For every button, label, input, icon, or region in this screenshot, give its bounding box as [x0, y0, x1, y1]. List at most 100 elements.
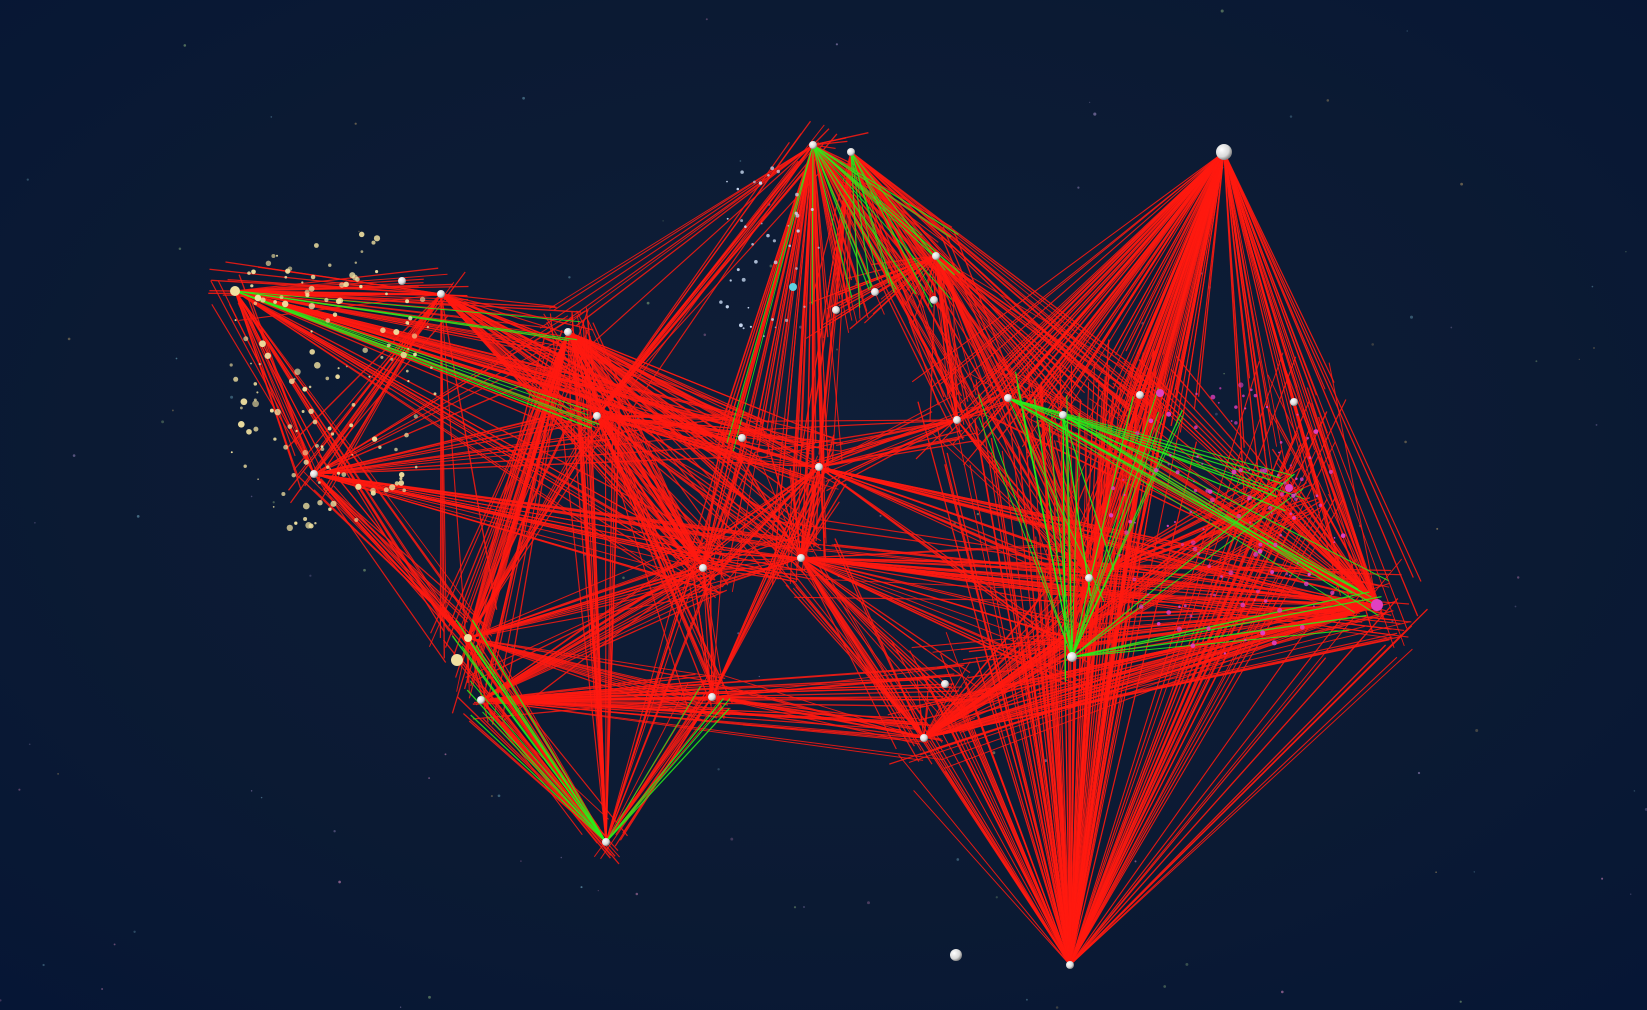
graph-node[interactable]: [847, 148, 855, 156]
cluster-particle: [243, 464, 247, 468]
graph-node[interactable]: [437, 290, 445, 298]
background-star: [1404, 440, 1407, 444]
graph-node[interactable]: [1059, 411, 1067, 419]
cluster-particle: [308, 285, 315, 292]
graph-node[interactable]: [1216, 144, 1232, 160]
graph-node[interactable]: [477, 696, 485, 704]
graph-node[interactable]: [1136, 391, 1144, 399]
graph-node[interactable]: [797, 554, 805, 562]
edge-red: [318, 454, 469, 639]
cluster-particle: [1234, 405, 1238, 409]
edge-red: [818, 429, 963, 468]
background-star: [26, 178, 29, 181]
cluster-particle: [1220, 575, 1223, 578]
cluster-particle: [1111, 486, 1115, 491]
graph-node[interactable]: [708, 693, 716, 701]
cluster-particle: [325, 318, 331, 323]
edge-red: [567, 331, 733, 462]
edge-red: [333, 485, 469, 639]
background-star: [270, 116, 273, 118]
edge-red: [567, 331, 772, 580]
cluster-particle: [1271, 640, 1277, 646]
graph-node[interactable]: [738, 434, 746, 442]
edge-green: [1062, 414, 1305, 500]
graph-node[interactable]: [871, 288, 879, 296]
graph-node[interactable]: [310, 470, 318, 478]
graph-node[interactable]: [1290, 398, 1298, 406]
background-star: [1578, 358, 1580, 360]
background-star: [1593, 347, 1595, 349]
graph-node[interactable]: [1156, 389, 1164, 397]
graph-node[interactable]: [593, 412, 601, 420]
graph-node[interactable]: [930, 296, 938, 304]
graph-node[interactable]: [932, 252, 940, 260]
graph-node[interactable]: [699, 564, 707, 572]
edge-red: [898, 754, 1071, 966]
edge-red: [467, 407, 578, 639]
cluster-particle: [787, 224, 790, 227]
graph-node[interactable]: [230, 286, 240, 296]
graph-node[interactable]: [464, 634, 472, 642]
edge-red: [1069, 473, 1265, 966]
graph-node[interactable]: [1285, 484, 1293, 492]
edge-red: [553, 144, 814, 311]
edge-red: [800, 557, 940, 715]
cluster-particle: [380, 327, 386, 334]
graph-node[interactable]: [1085, 574, 1093, 582]
edge-green: [1071, 473, 1295, 658]
edge-red: [711, 696, 915, 729]
graph-node[interactable]: [1371, 599, 1383, 611]
background-star: [560, 856, 563, 859]
graph-node[interactable]: [941, 680, 949, 688]
edge-red: [596, 415, 795, 584]
cluster-particle: [314, 522, 317, 525]
edge-red: [956, 419, 1097, 593]
cluster-particle: [308, 408, 314, 415]
cluster-particle: [1296, 413, 1299, 416]
cluster-particle: [1315, 494, 1319, 498]
cluster-particle: [1294, 497, 1298, 501]
graph-node[interactable]: [953, 416, 961, 424]
graph-node[interactable]: [789, 283, 797, 291]
background-star: [662, 220, 664, 222]
edge-red: [905, 688, 1071, 966]
cluster-particle: [378, 445, 382, 449]
edge-red: [567, 331, 809, 531]
graph-node[interactable]: [809, 141, 817, 149]
graph-node[interactable]: [950, 949, 962, 961]
edge-red: [923, 614, 1384, 739]
graph-nodes[interactable]: [230, 141, 1383, 969]
edge-red: [711, 690, 960, 698]
graph-node[interactable]: [815, 463, 823, 471]
background-star: [338, 880, 341, 884]
cluster-particle: [1340, 533, 1346, 539]
cluster-particle: [328, 507, 332, 511]
cluster-particle: [370, 490, 376, 496]
edge-red: [1174, 151, 1225, 399]
cluster-particle: [269, 408, 274, 413]
cluster-particle: [281, 300, 289, 308]
graph-node[interactable]: [920, 734, 928, 742]
edge-red: [322, 488, 469, 639]
edge-green: [1007, 397, 1294, 477]
graph-node[interactable]: [1067, 652, 1077, 662]
graph-node[interactable]: [451, 654, 463, 666]
graph-node[interactable]: [1004, 394, 1012, 402]
edge-red: [1069, 644, 1387, 966]
graph-node[interactable]: [398, 277, 406, 285]
cluster-particle: [407, 322, 410, 325]
edge-red: [1125, 151, 1225, 352]
edge-red: [467, 333, 547, 639]
graph-node[interactable]: [602, 838, 610, 846]
cluster-particle: [283, 444, 289, 450]
edge-red: [313, 439, 606, 475]
graph-node[interactable]: [1066, 961, 1074, 969]
edge-green: [234, 290, 592, 429]
graph-node[interactable]: [564, 328, 572, 336]
edge-red: [567, 331, 814, 453]
edge-red: [234, 290, 686, 563]
graph-node[interactable]: [832, 306, 840, 314]
cluster-particle: [1122, 478, 1125, 481]
cluster-particle: [1169, 453, 1172, 457]
